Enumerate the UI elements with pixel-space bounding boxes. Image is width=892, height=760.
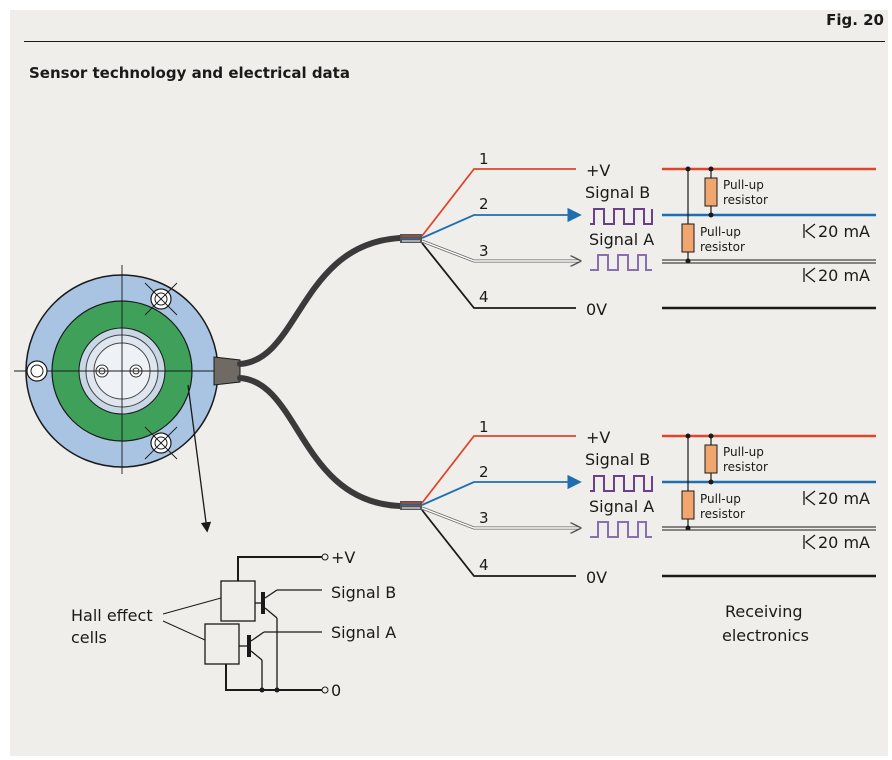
header-rule <box>24 41 885 42</box>
wire-number-4: 4 <box>479 556 489 574</box>
pullup-label-b-1: Pull-up <box>723 445 764 459</box>
pullup-label-b-2: resistor <box>723 460 768 474</box>
hall-circuit: +V Signal B Signal A 0 Hall effect cells <box>71 548 396 700</box>
wire-3-signal-a <box>421 506 580 530</box>
hall-effect-label-1: Hall effect <box>71 606 153 625</box>
mounting-hole-left <box>26 360 48 382</box>
wire-2-signal-b <box>421 207 582 239</box>
wire-1-supply <box>421 435 576 504</box>
sensor <box>14 265 241 474</box>
current-label-b: 20 mA <box>818 489 870 508</box>
pullup-label-a-2: resistor <box>700 507 745 521</box>
signal-a-pulse <box>590 254 652 271</box>
receiving-label-1: Receiving <box>725 602 803 621</box>
cable-lower <box>237 375 403 509</box>
current-label-b: 20 mA <box>818 222 870 241</box>
signal-b-label: Signal B <box>585 183 650 202</box>
cable-upper <box>237 235 403 367</box>
pullup-resistor-a <box>681 223 695 253</box>
figure-title: Sensor technology and electrical data <box>29 64 350 82</box>
signal-a-label: Signal A <box>589 230 654 249</box>
wire-2-signal-b <box>421 474 582 506</box>
pullup-resistor-b <box>704 444 718 474</box>
hall-ground-label: 0 <box>331 681 341 700</box>
cables <box>237 234 422 510</box>
wire-number-1: 1 <box>479 418 489 436</box>
hall-signal-b-label: Signal B <box>331 583 396 602</box>
cable-gland <box>213 356 241 386</box>
signal-b-pulse <box>590 208 653 225</box>
ground-label: 0V <box>586 568 607 587</box>
current-label-a: 20 mA <box>818 266 870 285</box>
pullup-label-b-1: Pull-up <box>723 178 764 192</box>
hall-effect-label-2: cells <box>71 628 107 647</box>
figure-label: Fig. 20 <box>826 11 884 29</box>
signal-a-pulse <box>590 521 652 538</box>
pullup-label-a-1: Pull-up <box>700 492 741 506</box>
wiring-upper: 1 2 3 4 +V Signal B Signal A 0V Pull- <box>421 150 876 319</box>
signal-b-pulse <box>590 475 653 492</box>
supply-label: +V <box>586 428 610 447</box>
pullup-resistor-a <box>681 490 695 520</box>
current-label-a: 20 mA <box>818 533 870 552</box>
wire-number-3: 3 <box>479 242 489 260</box>
wire-number-1: 1 <box>479 150 489 168</box>
wire-number-4: 4 <box>479 288 489 306</box>
signal-b-label: Signal B <box>585 450 650 469</box>
wire-4-ground <box>421 242 576 309</box>
hall-cell-a <box>204 623 240 665</box>
signal-a-label: Signal A <box>589 497 654 516</box>
receiving-label-2: electronics <box>722 626 809 645</box>
mounting-hole-top <box>144 282 178 316</box>
pullup-label-a-1: Pull-up <box>700 225 741 239</box>
pullup-resistor-b <box>704 177 718 207</box>
supply-label: +V <box>586 161 610 180</box>
wire-4-ground <box>421 509 576 577</box>
wire-number-2: 2 <box>479 463 489 481</box>
wiring-lower: 1 2 3 4 +V Signal B Signal A 0V Pull-up <box>421 418 876 645</box>
wire-number-3: 3 <box>479 509 489 527</box>
wire-number-2: 2 <box>479 195 489 213</box>
wire-3-signal-a <box>421 239 580 263</box>
hall-supply-label: +V <box>331 548 355 567</box>
detail-pointer-arrow <box>187 384 212 533</box>
mounting-hole-bottom <box>144 426 178 460</box>
ground-label: 0V <box>586 300 607 319</box>
pullup-label-b-2: resistor <box>723 193 768 207</box>
hall-cell-b <box>220 580 256 622</box>
wire-1-supply <box>421 168 576 237</box>
hall-signal-a-label: Signal A <box>331 623 396 642</box>
pullup-label-a-2: resistor <box>700 240 745 254</box>
